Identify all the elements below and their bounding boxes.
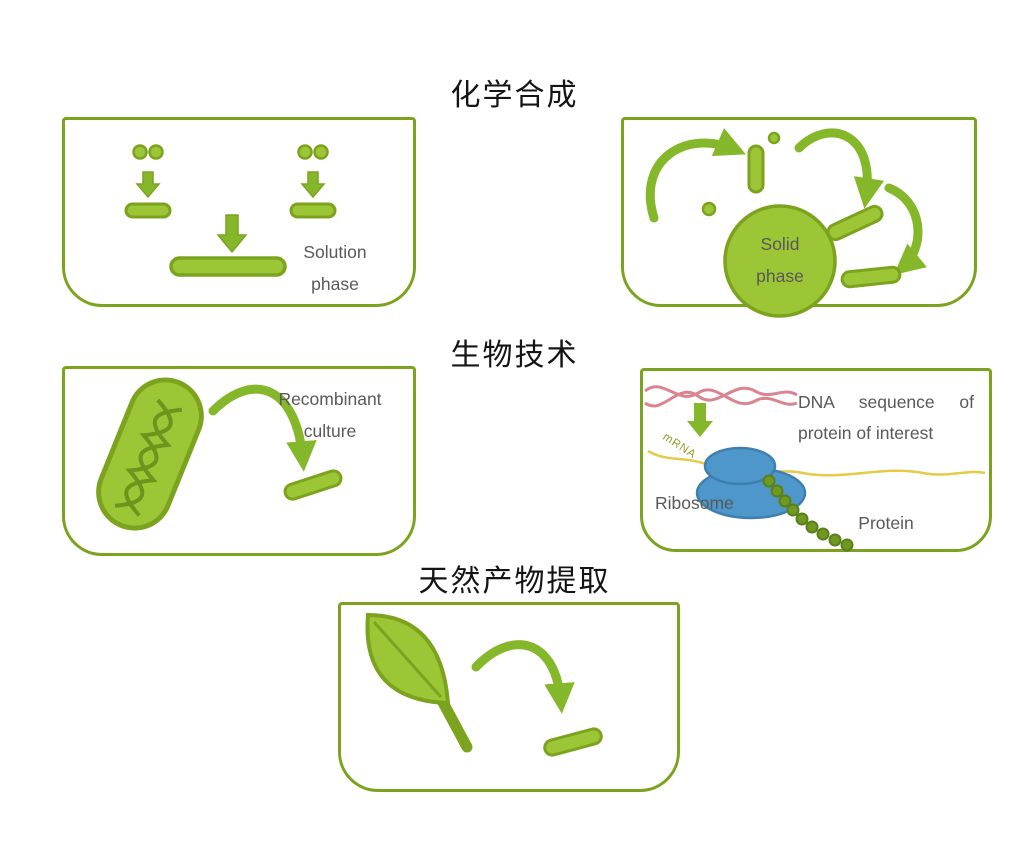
peptide-pill — [124, 202, 172, 219]
dna-sequence-label: DNA sequence of protein of interest — [798, 392, 974, 443]
solution-phase-label: Solution phase — [303, 242, 367, 294]
curved-arrow-icon — [645, 128, 746, 223]
recombinant-culture-panel: Recombinant culture — [62, 366, 416, 556]
down-arrow-icon — [216, 214, 248, 254]
natural-extract-panel — [338, 602, 680, 792]
solid-phase-illustration — [645, 128, 928, 318]
peptide-pill — [543, 727, 603, 757]
dna-helix-icon — [124, 407, 183, 517]
heading-natural-extraction: 天然产物提取 — [418, 565, 611, 598]
dna-helix-icon — [114, 398, 173, 508]
down-arrow-icon — [687, 403, 713, 437]
recombinant-label: Recombinant culture — [278, 389, 382, 441]
bacterium-capsule — [96, 377, 204, 531]
leaf-vein — [372, 621, 443, 698]
heading-biotechnology: 生物技术 — [450, 339, 579, 372]
solid-phase-bead — [723, 204, 837, 318]
solution-phase-panel: Solution phase — [62, 117, 416, 307]
protein-bead-chain — [762, 474, 854, 552]
ribosome-illustration — [644, 385, 986, 552]
protein-label: Protein — [858, 513, 914, 533]
solid-phase-label: Solid phase — [756, 234, 804, 286]
curved-arrow-icon — [471, 640, 575, 714]
down-arrow-icon — [300, 171, 326, 199]
curved-arrow-icon — [794, 128, 885, 209]
curved-arrow-icon — [884, 183, 928, 275]
peptide-pill-vertical — [747, 144, 765, 194]
solution-phase-illustration — [124, 144, 337, 277]
peptide-pill — [283, 469, 343, 501]
down-arrow-icon — [135, 171, 161, 199]
solid-phase-panel: Solid phase — [621, 117, 977, 318]
peptide-pill — [840, 265, 902, 289]
curved-arrow-icon — [208, 384, 317, 472]
heading-chemical-synthesis: 化学合成 — [450, 79, 579, 112]
natural-extract-illustration — [365, 612, 603, 757]
ribosome-panel: DNA sequence of protein of interest mRNA… — [640, 368, 992, 552]
ribosome-small-subunit — [703, 446, 777, 486]
ribosome-label: Ribosome — [655, 493, 734, 513]
amino-acid-dot — [701, 201, 717, 217]
amino-acid-dots — [132, 144, 329, 160]
recombinant-illustration — [96, 377, 343, 531]
peptide-pill-large — [169, 256, 287, 277]
peptide-pill — [289, 202, 337, 219]
amino-acid-dot — [767, 131, 781, 145]
mrna-strand-icon — [647, 449, 986, 477]
dna-strand-icon — [644, 386, 798, 408]
